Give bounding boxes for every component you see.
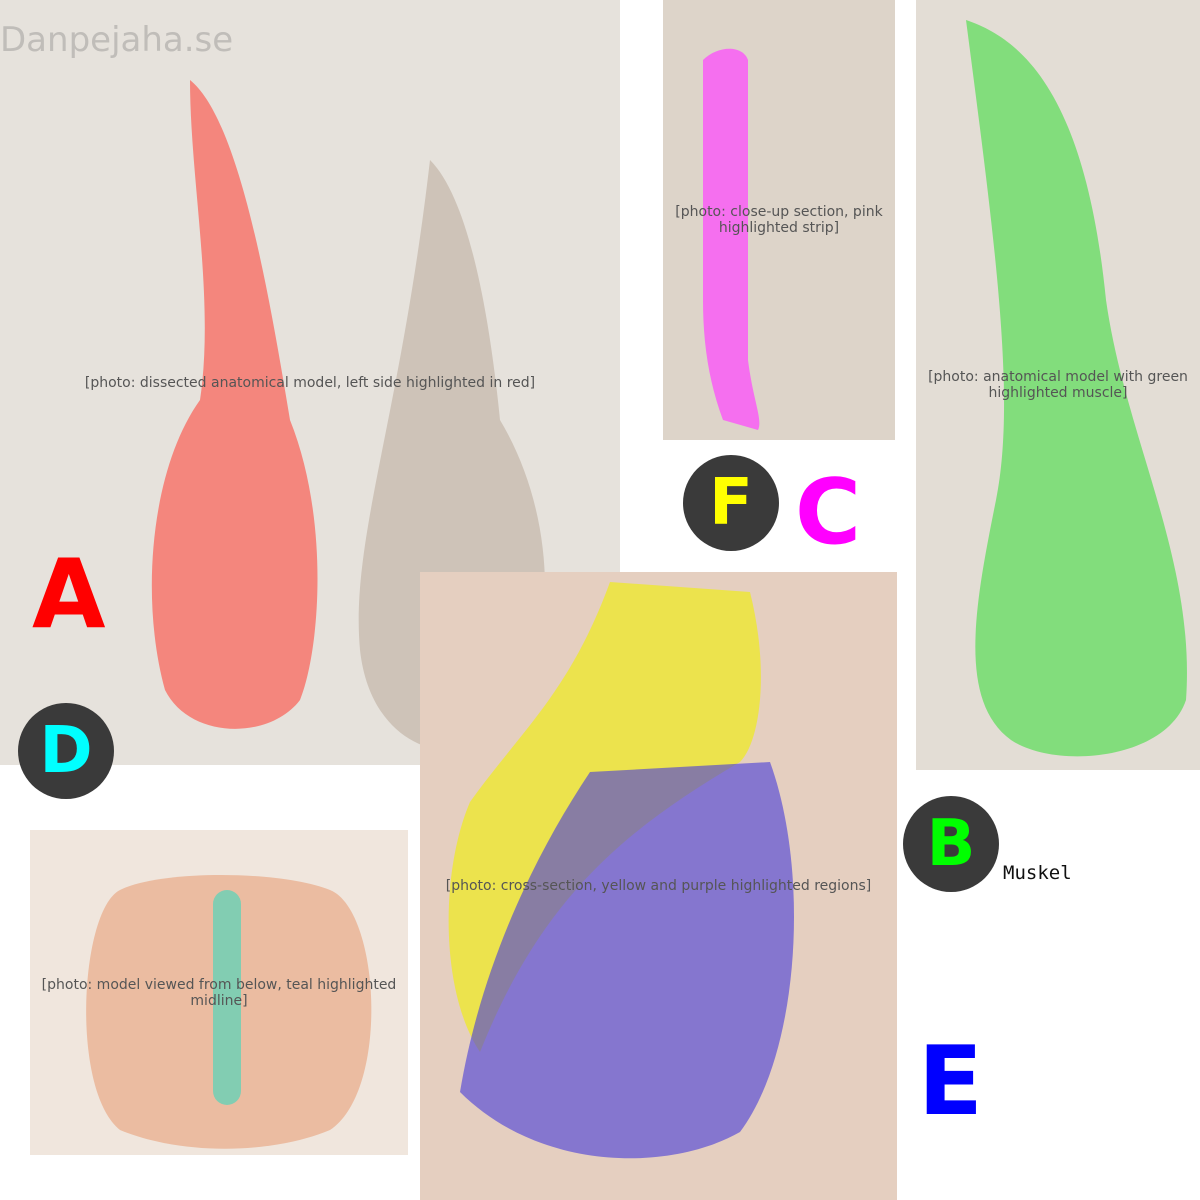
panel-b-photo: [photo: anatomical model with green high… [916, 0, 1200, 770]
label-b: B [926, 807, 976, 881]
panel-a-placeholder: [photo: dissected anatomical model, left… [84, 374, 536, 391]
panel-a-photo: [photo: dissected anatomical model, left… [0, 0, 620, 765]
label-b-circle: B [903, 796, 999, 892]
label-f: F [709, 466, 753, 540]
label-e: E [918, 1027, 983, 1137]
panel-e-photo: [photo: cross-section, yellow and purple… [420, 572, 897, 1200]
panel-c-photo: [photo: close-up section, pink highlight… [663, 0, 895, 440]
panel-b-placeholder: [photo: anatomical model with green high… [928, 369, 1188, 401]
panel-c-placeholder: [photo: close-up section, pink highlight… [675, 204, 883, 236]
panel-c-highlight [703, 48, 760, 430]
label-d: D [39, 714, 93, 788]
panel-e-placeholder: [photo: cross-section, yellow and purple… [445, 878, 872, 894]
panel-e-highlight [448, 582, 794, 1159]
label-c: C [795, 460, 862, 565]
panel-b-highlight [966, 20, 1187, 757]
watermark: Danpejaha.se [0, 20, 234, 60]
panel-d-placeholder: [photo: model viewed from below, teal hi… [41, 976, 397, 1009]
label-f-circle: F [683, 455, 779, 551]
label-a: A [32, 540, 106, 650]
label-d-circle: D [18, 703, 114, 799]
caption-muskel: Muskel [1003, 862, 1072, 884]
panel-d-highlight [86, 875, 372, 1149]
panel-d-photo: [photo: model viewed from below, teal hi… [30, 830, 408, 1155]
